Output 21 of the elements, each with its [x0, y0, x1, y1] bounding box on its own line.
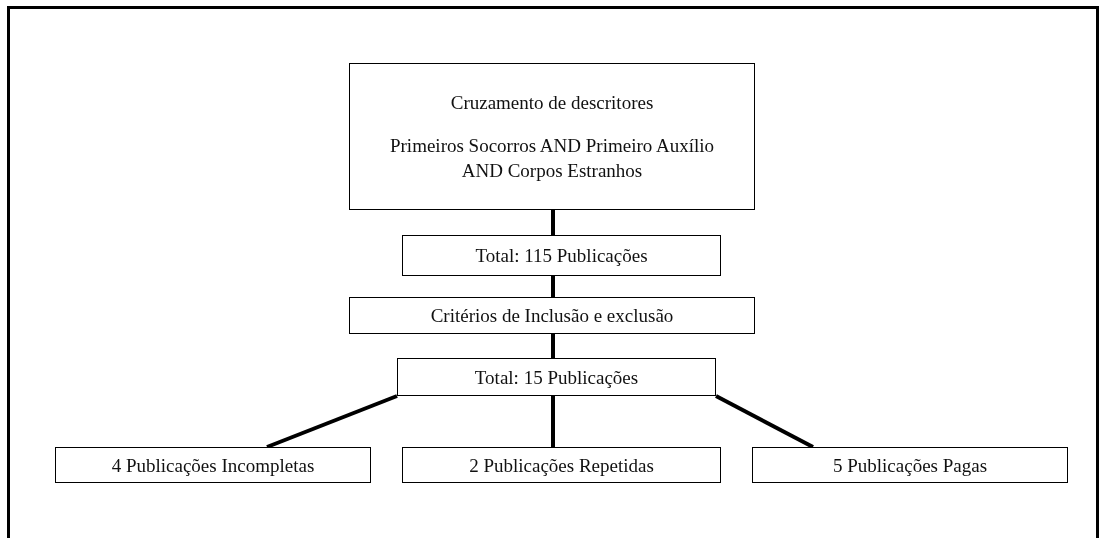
process-box — [402, 447, 721, 483]
connector-line — [715, 394, 814, 449]
process-box — [402, 235, 721, 276]
process-box — [397, 358, 716, 396]
box-heading: Cruzamento de descritores — [450, 91, 654, 115]
connector-line — [266, 394, 398, 449]
process-box — [349, 63, 755, 210]
connector-line — [551, 276, 555, 297]
connector-line — [551, 396, 555, 447]
box-label: 4 Publicações Incompletas — [111, 453, 315, 478]
box-label: 5 Publicações Pagas — [832, 453, 988, 478]
process-box — [55, 447, 371, 483]
connector-line — [551, 334, 555, 358]
process-box — [752, 447, 1068, 483]
box-label: Total: 115 Publicações — [475, 244, 648, 268]
box-label: Total: 15 Publicações — [474, 365, 639, 390]
connector-line — [551, 210, 555, 235]
box-label: 2 Publicações Repetidas — [469, 453, 654, 478]
box-label: Critérios de Inclusão e exclusão — [430, 304, 674, 328]
process-box — [349, 297, 755, 334]
box-text: Primeiros Socorros AND Primeiro Auxílio AND Corpos Estranhos — [388, 134, 716, 183]
